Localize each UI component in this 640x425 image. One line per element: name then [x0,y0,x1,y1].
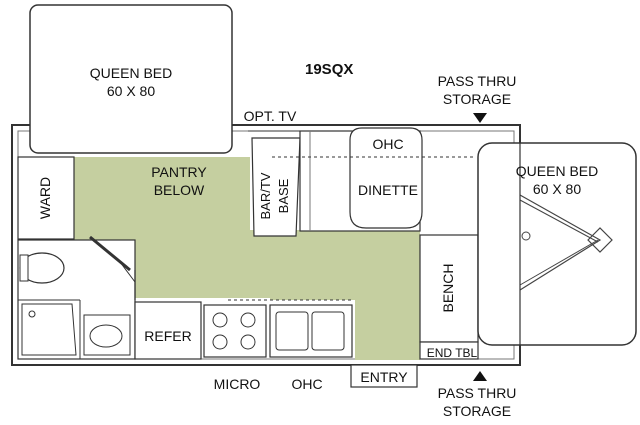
front-queen-bed [29,4,233,154]
trailer-tongue-inner [519,239,599,286]
entry-step [350,364,418,388]
jack-icon [521,231,531,241]
hitch-coupler-icon [587,227,613,253]
trailer-tongue [519,194,602,291]
sink-basin-icon [275,311,309,351]
bench-label: BENCH [440,263,456,312]
front-bed-size: 60 X 80 [107,83,155,99]
opt-tv-label: OPT. TV [244,108,297,124]
rear-bed-label: QUEEN BED [516,163,598,179]
end-table-label: END TBL [427,346,478,360]
shower-drain-icon [28,310,36,318]
pass-thru-bottom-sublabel: STORAGE [443,403,511,419]
ohc-top-label: OHC [372,136,403,152]
model-name: 19SQX [305,61,353,78]
bar-tv-label: BAR/TV [258,172,273,219]
cooktop [203,304,267,358]
burner-icon [240,334,256,350]
dinette-label: DINETTE [358,182,418,198]
pass-thru-top-label: PASS THRU [438,73,517,89]
pantry-sublabel: BELOW [154,182,205,198]
pass-thru-top-sublabel: STORAGE [443,91,511,107]
entry-label: ENTRY [360,369,408,385]
pass-thru-arrow-top-icon [473,113,487,123]
rear-queen-bed [477,142,637,346]
toilet-tank [19,254,29,282]
bar-tv-base [251,137,301,237]
lavatory-sink-icon [89,324,123,348]
entry-floor [355,300,420,360]
pantry-label: PANTRY [151,164,207,180]
burner-icon [212,312,228,328]
front-bed-label: QUEEN BED [90,65,172,81]
wardrobe [17,156,75,240]
burner-icon [240,312,256,328]
ohc-bottom-label: OHC [291,376,322,392]
bathroom-door-icon [89,235,131,272]
micro-label: MICRO [214,376,261,392]
burner-icon [212,334,228,350]
refer-label: REFER [144,328,191,344]
refrigerator [134,301,202,360]
pass-thru-arrow-bottom-icon [473,371,487,381]
wardrobe-label: WARD [37,177,53,219]
sink-basin-icon [311,311,345,351]
shower-icon [21,303,77,356]
floor-area [74,157,420,345]
base-label: BASE [276,178,291,213]
door-hinge [119,261,136,283]
trailer-tongue-inner [519,199,599,243]
dinette-table [349,127,423,229]
rear-bed-size: 60 X 80 [533,181,581,197]
pass-thru-bottom-label: PASS THRU [438,385,517,401]
bench [419,234,479,343]
end-table [419,341,479,360]
